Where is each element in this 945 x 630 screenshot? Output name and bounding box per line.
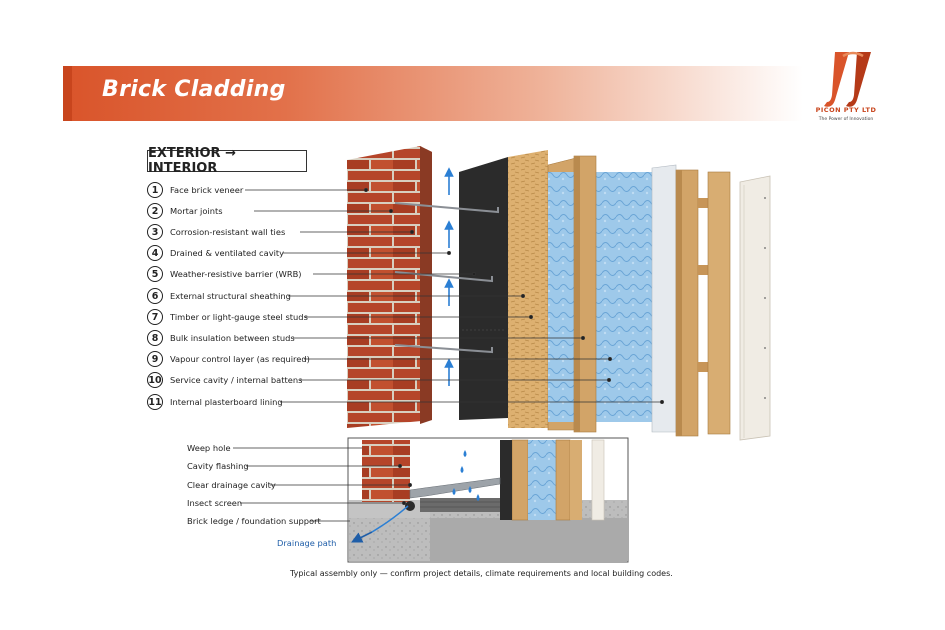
legend-label: Weather-resistive barrier (WRB): [170, 269, 302, 279]
exterior-interior-label: EXTERIOR → INTERIOR: [147, 146, 307, 176]
legend-label: External structural sheathing: [170, 291, 291, 301]
legend-item: 2 Mortar joints: [147, 202, 223, 220]
legend-label: Corrosion-resistant wall ties: [170, 227, 286, 237]
legend-item: 7 Timber or light-gauge steel studs: [147, 308, 308, 326]
detail-label-insect-screen: Insect screen: [187, 498, 243, 508]
legend-label: Drained & ventilated cavity: [170, 248, 285, 258]
legend-label: Timber or light-gauge steel studs: [170, 312, 308, 322]
legend-number: 1: [147, 182, 163, 198]
title-banner: [63, 66, 803, 121]
legend-number: 9: [147, 351, 163, 367]
legend-item: 1 Face brick veneer: [147, 181, 243, 199]
legend-number: 3: [147, 224, 163, 240]
sheathing-board: [508, 150, 548, 428]
wrb-membrane: [459, 157, 508, 420]
legend-label: Vapour control layer (as required): [170, 354, 310, 364]
picon-logo-icon: [824, 51, 871, 107]
footnote: Typical assembly only — confirm project …: [290, 569, 673, 578]
legend-number: 5: [147, 266, 163, 282]
legend-item: 6 External structural sheathing: [147, 287, 291, 305]
bulk-insulation: [548, 172, 660, 422]
plasterboard-lining: [739, 175, 771, 441]
brick-veneer: [347, 146, 432, 428]
page-title: Brick Cladding: [102, 77, 286, 102]
legend-item: 3 Corrosion-resistant wall ties: [147, 223, 285, 241]
legend-label: Mortar joints: [170, 206, 223, 216]
title-banner-bar: [63, 66, 72, 121]
legend-item: 4 Drained & ventilated cavity: [147, 244, 284, 262]
legend-item: 8 Bulk insulation between studs: [147, 329, 295, 347]
drainage-path-label: Drainage path: [277, 538, 337, 548]
legend-number: 10: [147, 372, 163, 388]
legend-label: Service cavity / internal battens: [170, 375, 303, 385]
detail-label-weep-hole: Weep hole: [187, 443, 231, 453]
legend-number: 8: [147, 330, 163, 346]
legend-number: 4: [147, 245, 163, 261]
detail-label-cavity-flashing: Cavity flashing: [187, 461, 249, 471]
legend-number: 11: [147, 394, 163, 410]
logo-tagline: The Power of Innovation: [818, 117, 874, 122]
leader-lines: [245, 188, 664, 404]
legend-number: 2: [147, 203, 163, 219]
detail-leader-lines: [233, 447, 412, 522]
legend-number: 7: [147, 309, 163, 325]
legend-number: 6: [147, 288, 163, 304]
detail-label-brick-ledge: Brick ledge / foundation support: [187, 516, 321, 526]
legend-item: 5 Weather-resistive barrier (WRB): [147, 265, 302, 283]
logo-company-name: PICON PTY LTD: [815, 106, 877, 114]
base-detail-inset: [347, 437, 629, 563]
legend-item: 10 Service cavity / internal battens: [147, 371, 302, 389]
legend-label: Internal plasterboard lining: [170, 397, 283, 407]
legend-label: Face brick veneer: [170, 185, 244, 195]
legend-label: Bulk insulation between studs: [170, 333, 295, 343]
legend-item: 9 Vapour control layer (as required): [147, 350, 310, 368]
detail-label-drainage-cavity: Clear drainage cavity: [187, 480, 276, 490]
wall-tie: [394, 202, 499, 354]
legend-item: 11 Internal plasterboard lining: [147, 393, 283, 411]
vapour-control-layer: [651, 164, 677, 433]
